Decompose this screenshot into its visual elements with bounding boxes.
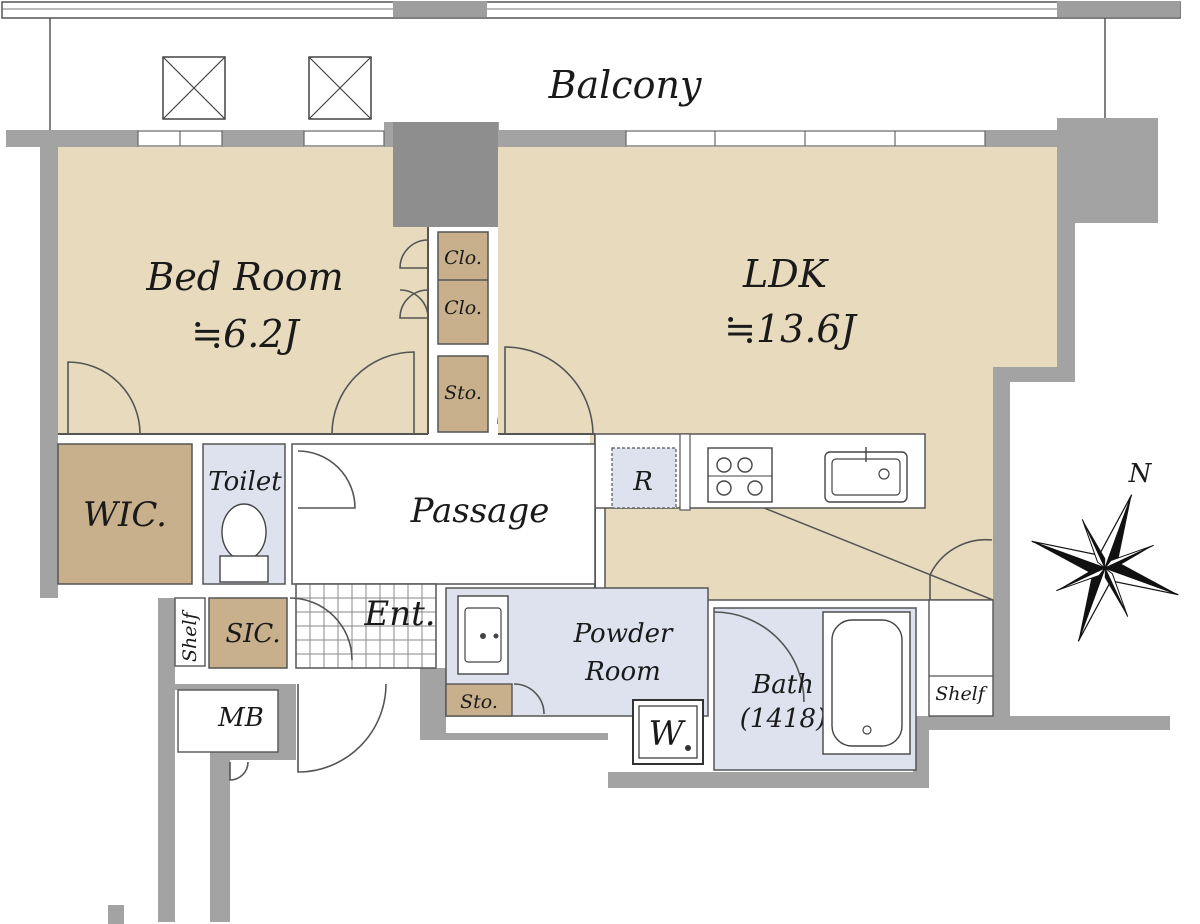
- sic-door[interactable]: [289, 597, 353, 661]
- ac-unit-icon: [162, 56, 226, 120]
- wic-label: WIC.: [83, 495, 167, 535]
- powder-room-label-2: Room: [584, 657, 661, 687]
- passage-label: Passage: [410, 491, 550, 531]
- entrance-label: Ent.: [363, 594, 435, 634]
- entrance-door[interactable]: [297, 683, 387, 773]
- balcony-partition: [393, 1, 487, 17]
- mb-area: [177, 689, 279, 753]
- bedroom-label: Bed Room: [145, 255, 343, 299]
- storage-1-label: Sto.: [444, 382, 482, 404]
- sic-area: [208, 597, 288, 669]
- washing-machine-icon: [632, 699, 704, 765]
- wic-area: [57, 443, 193, 585]
- refrigerator-label: R: [632, 467, 653, 497]
- ldk-label: LDK: [742, 252, 830, 296]
- balcony-partition: [1057, 1, 1180, 17]
- mb-door[interactable]: [229, 761, 249, 781]
- mb-label: MB: [217, 703, 264, 733]
- stove-icon: [707, 447, 773, 503]
- powder-room-label-1: Powder: [573, 619, 674, 649]
- bath-door[interactable]: [713, 611, 805, 703]
- closet-1-label: Clo.: [444, 247, 482, 269]
- storage-2-area: [445, 683, 513, 717]
- ldk-size: ≒13.6J: [724, 307, 857, 351]
- compass-rose-icon: [1031, 494, 1179, 642]
- balcony-label: Balcony: [548, 63, 702, 107]
- refrigerator-space: [611, 447, 677, 509]
- wic-door[interactable]: [67, 361, 141, 435]
- closets: Clo. Clo. Sto.: [399, 231, 531, 433]
- powder-room-door[interactable]: [513, 683, 545, 715]
- bedroom-area: [58, 147, 428, 434]
- shelf-right-area: [928, 599, 994, 717]
- toilet-label: Toilet: [208, 467, 282, 497]
- compass-north-label: N: [1128, 459, 1153, 489]
- entrance-area: [295, 583, 437, 669]
- windows: [137, 130, 986, 147]
- washer-label: W: [649, 714, 687, 754]
- bathtub-icon: [822, 611, 911, 755]
- bedroom-size: ≒6.2J: [191, 312, 300, 356]
- toilet-door[interactable]: [297, 450, 356, 509]
- washbasin-icon: [457, 595, 509, 675]
- kitchen-counter: R: [594, 433, 926, 511]
- storage-2-label: Sto.: [460, 691, 498, 713]
- sic-label: SIC.: [225, 619, 280, 649]
- bath-size: (1418): [740, 704, 826, 734]
- bath-label: Bath: [751, 670, 814, 700]
- exterior-walls: [6, 118, 1170, 924]
- bedroom-door[interactable]: [331, 351, 415, 435]
- toilet-icon: [219, 503, 269, 583]
- ldk-side-door[interactable]: [929, 538, 993, 600]
- shelf-right-label: Shelf: [935, 683, 988, 705]
- kitchen-sink-icon: [824, 447, 908, 503]
- closet-2-label: Clo.: [444, 297, 482, 319]
- shelf-left-area: [174, 597, 206, 667]
- shelf-left-label: Shelf: [179, 609, 201, 662]
- passage-area: [291, 443, 596, 585]
- balcony: Balcony: [1, 1, 1181, 130]
- ac-unit-icon: [308, 56, 372, 120]
- ldk-door[interactable]: [504, 346, 594, 435]
